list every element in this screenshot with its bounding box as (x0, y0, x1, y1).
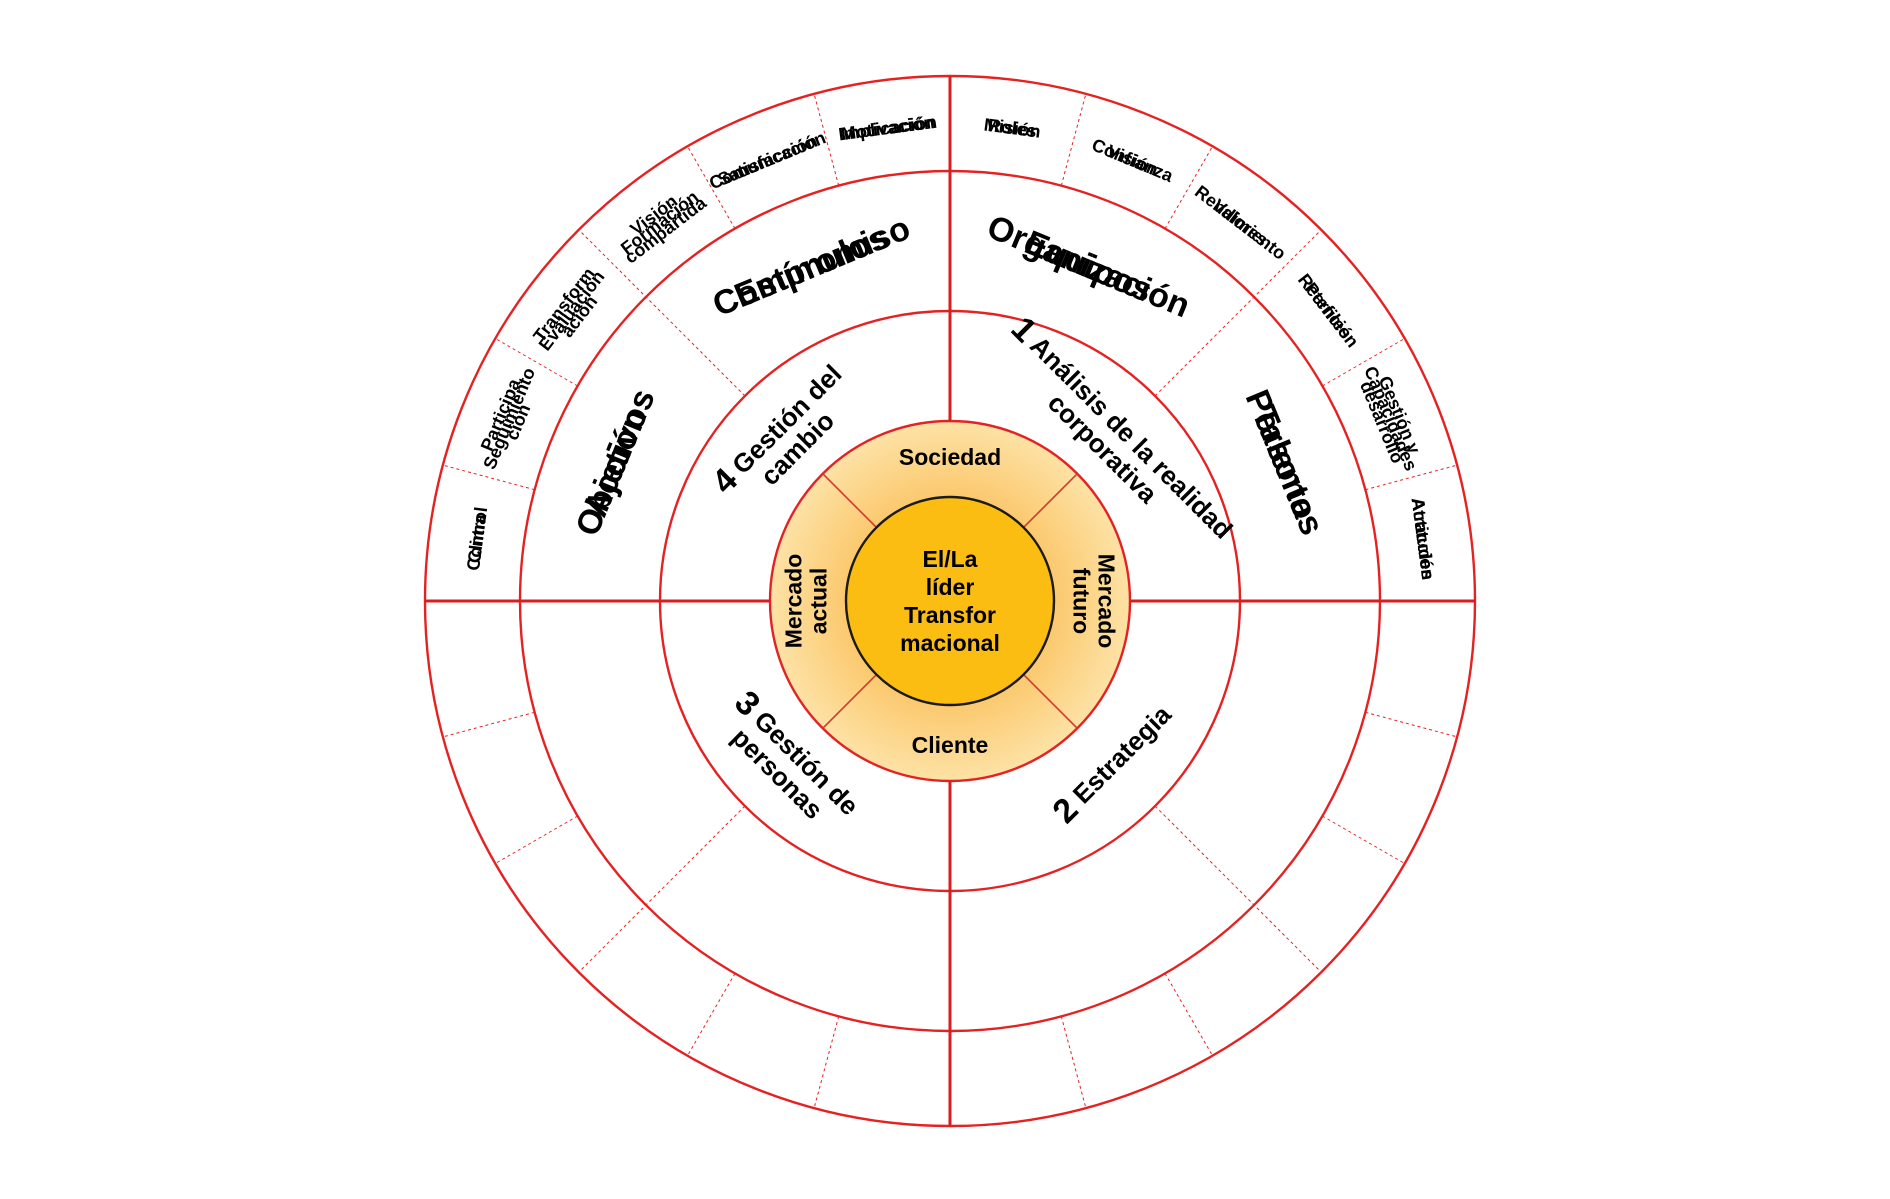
core-divider (822, 673, 878, 729)
item-divider (1060, 1016, 1087, 1109)
item-label: Satisfacción (715, 131, 821, 190)
core-label: Sociedad (899, 444, 1001, 470)
item-divider (442, 464, 535, 491)
item-divider (1164, 973, 1213, 1056)
item-label: Control (463, 506, 491, 572)
group-label: Equipos (1019, 223, 1157, 309)
item-divider (1164, 146, 1213, 229)
item-divider (1322, 338, 1405, 387)
group-divider (578, 805, 746, 973)
item-divider (813, 93, 840, 186)
item-divider (687, 973, 736, 1056)
core-label: Mercadoactual (781, 554, 832, 649)
item-label: Rendimiento (1191, 181, 1290, 263)
core-label: Mercadofuturo (1069, 554, 1120, 649)
item-divider (1060, 93, 1087, 186)
group-label: Acción (576, 403, 654, 522)
core-label: Cliente (912, 732, 989, 758)
item-divider (1365, 464, 1458, 491)
core-divider (822, 473, 878, 529)
item-divider (813, 1016, 840, 1109)
group-label: Talento (1244, 401, 1324, 525)
item-label: Roles (987, 115, 1038, 141)
item-label: Atracción (1408, 496, 1439, 581)
item-divider (687, 146, 736, 229)
item-divider (1322, 815, 1405, 864)
core-divider (1022, 473, 1078, 529)
item-label: Implicación (837, 112, 938, 145)
item-divider (495, 338, 578, 387)
center-circle (844, 495, 1056, 707)
item-label: Confianza (1089, 135, 1177, 187)
item-divider (495, 815, 578, 864)
item-label: Retención (1294, 270, 1363, 351)
item-divider (442, 711, 535, 738)
core-divider (1022, 673, 1078, 729)
item-label: Gestión ydesarrollo (1356, 371, 1425, 466)
item-divider (1365, 711, 1458, 738)
group-divider (1154, 805, 1322, 973)
